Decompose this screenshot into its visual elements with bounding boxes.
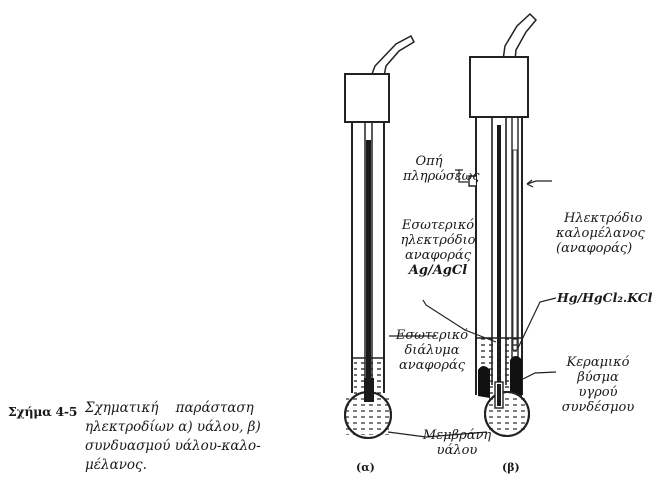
inner-electrode-line2: ηλεκτρόδιο <box>400 233 476 248</box>
sublabel-a: (α) <box>356 461 375 474</box>
ceramic-line1: Κεραμικό <box>566 355 630 370</box>
hg-formula-label: Hg/HgCl₂.KCl <box>557 290 653 305</box>
membrane-line2: υάλου <box>436 443 478 458</box>
glass-electrode-a <box>344 34 415 439</box>
caption-line4: μέλανος. <box>85 457 147 473</box>
fill-hole-line2: πληρώσεως <box>403 169 480 184</box>
body-a <box>351 122 385 393</box>
combination-electrode-b <box>468 12 538 437</box>
caption-line1: Σχηματική παράσταση <box>85 400 254 416</box>
calomel-line3: (αναφοράς) <box>556 241 633 256</box>
leader-lines <box>387 169 557 438</box>
caption-line2: ηλεκτροδίων α) υάλου, β) <box>85 419 261 435</box>
ceramic-plug-label: Κεραμικό βύσμα υγρού συνδέσμου <box>556 355 640 415</box>
ceramic-line2: βύσμα <box>577 370 619 385</box>
inner-solution-line1: Εσωτερικό <box>395 328 469 343</box>
ceramic-line4: συνδέσμου <box>561 400 635 415</box>
inner-wire-a <box>366 140 371 380</box>
calomel-line1: Ηλεκτρόδιο <box>564 211 643 226</box>
inner-solution-line3: αναφοράς <box>398 358 466 373</box>
membrane-label: Μεμβράνη υάλου <box>417 428 497 458</box>
caption-text: Σχηματική παράσταση ηλεκτροδίων α) υάλου… <box>85 399 310 475</box>
fill-hole-b <box>468 175 476 187</box>
fill-hole-line1: Οπή <box>415 154 443 169</box>
ceramic-line3: υγρού <box>578 385 618 400</box>
inner-solution-label: Εσωτερικό διάλυμα αναφοράς <box>387 328 477 373</box>
caption-number: Σχήμα 4-5 <box>8 404 78 419</box>
calomel-electrode-label: Ηλεκτρόδιο καλομέλανος (αναφοράς) <box>556 211 666 256</box>
inner-wire-b <box>497 125 501 383</box>
inner-electrode-line3: αναφοράς <box>404 248 472 263</box>
sublabel-b: (β) <box>502 461 520 474</box>
cap-a <box>344 73 390 123</box>
cable-a <box>371 34 415 77</box>
fill-hole-label: Οπή πληρώσεως <box>403 154 480 184</box>
inner-electrode-formula: Ag/AgCl <box>408 263 468 278</box>
cap-b <box>469 56 529 118</box>
agcl-tip-a <box>364 378 374 402</box>
inner-solution-line2: διάλυμα <box>404 343 460 358</box>
hg-paste-right <box>510 356 522 398</box>
cable-b <box>502 12 538 61</box>
inner-electrode-label: Εσωτερικό ηλεκτρόδιο αναφοράς Ag/AgCl <box>392 218 484 278</box>
calomel-line2: καλομέλανος <box>556 226 645 241</box>
inner-electrode-line1: Εσωτερικό <box>401 218 475 233</box>
membrane-line1: Μεμβράνη <box>422 428 492 443</box>
ceramic-plug-left <box>478 366 490 398</box>
caption-line3: συνδυασμού υάλου-καλο- <box>85 438 261 454</box>
